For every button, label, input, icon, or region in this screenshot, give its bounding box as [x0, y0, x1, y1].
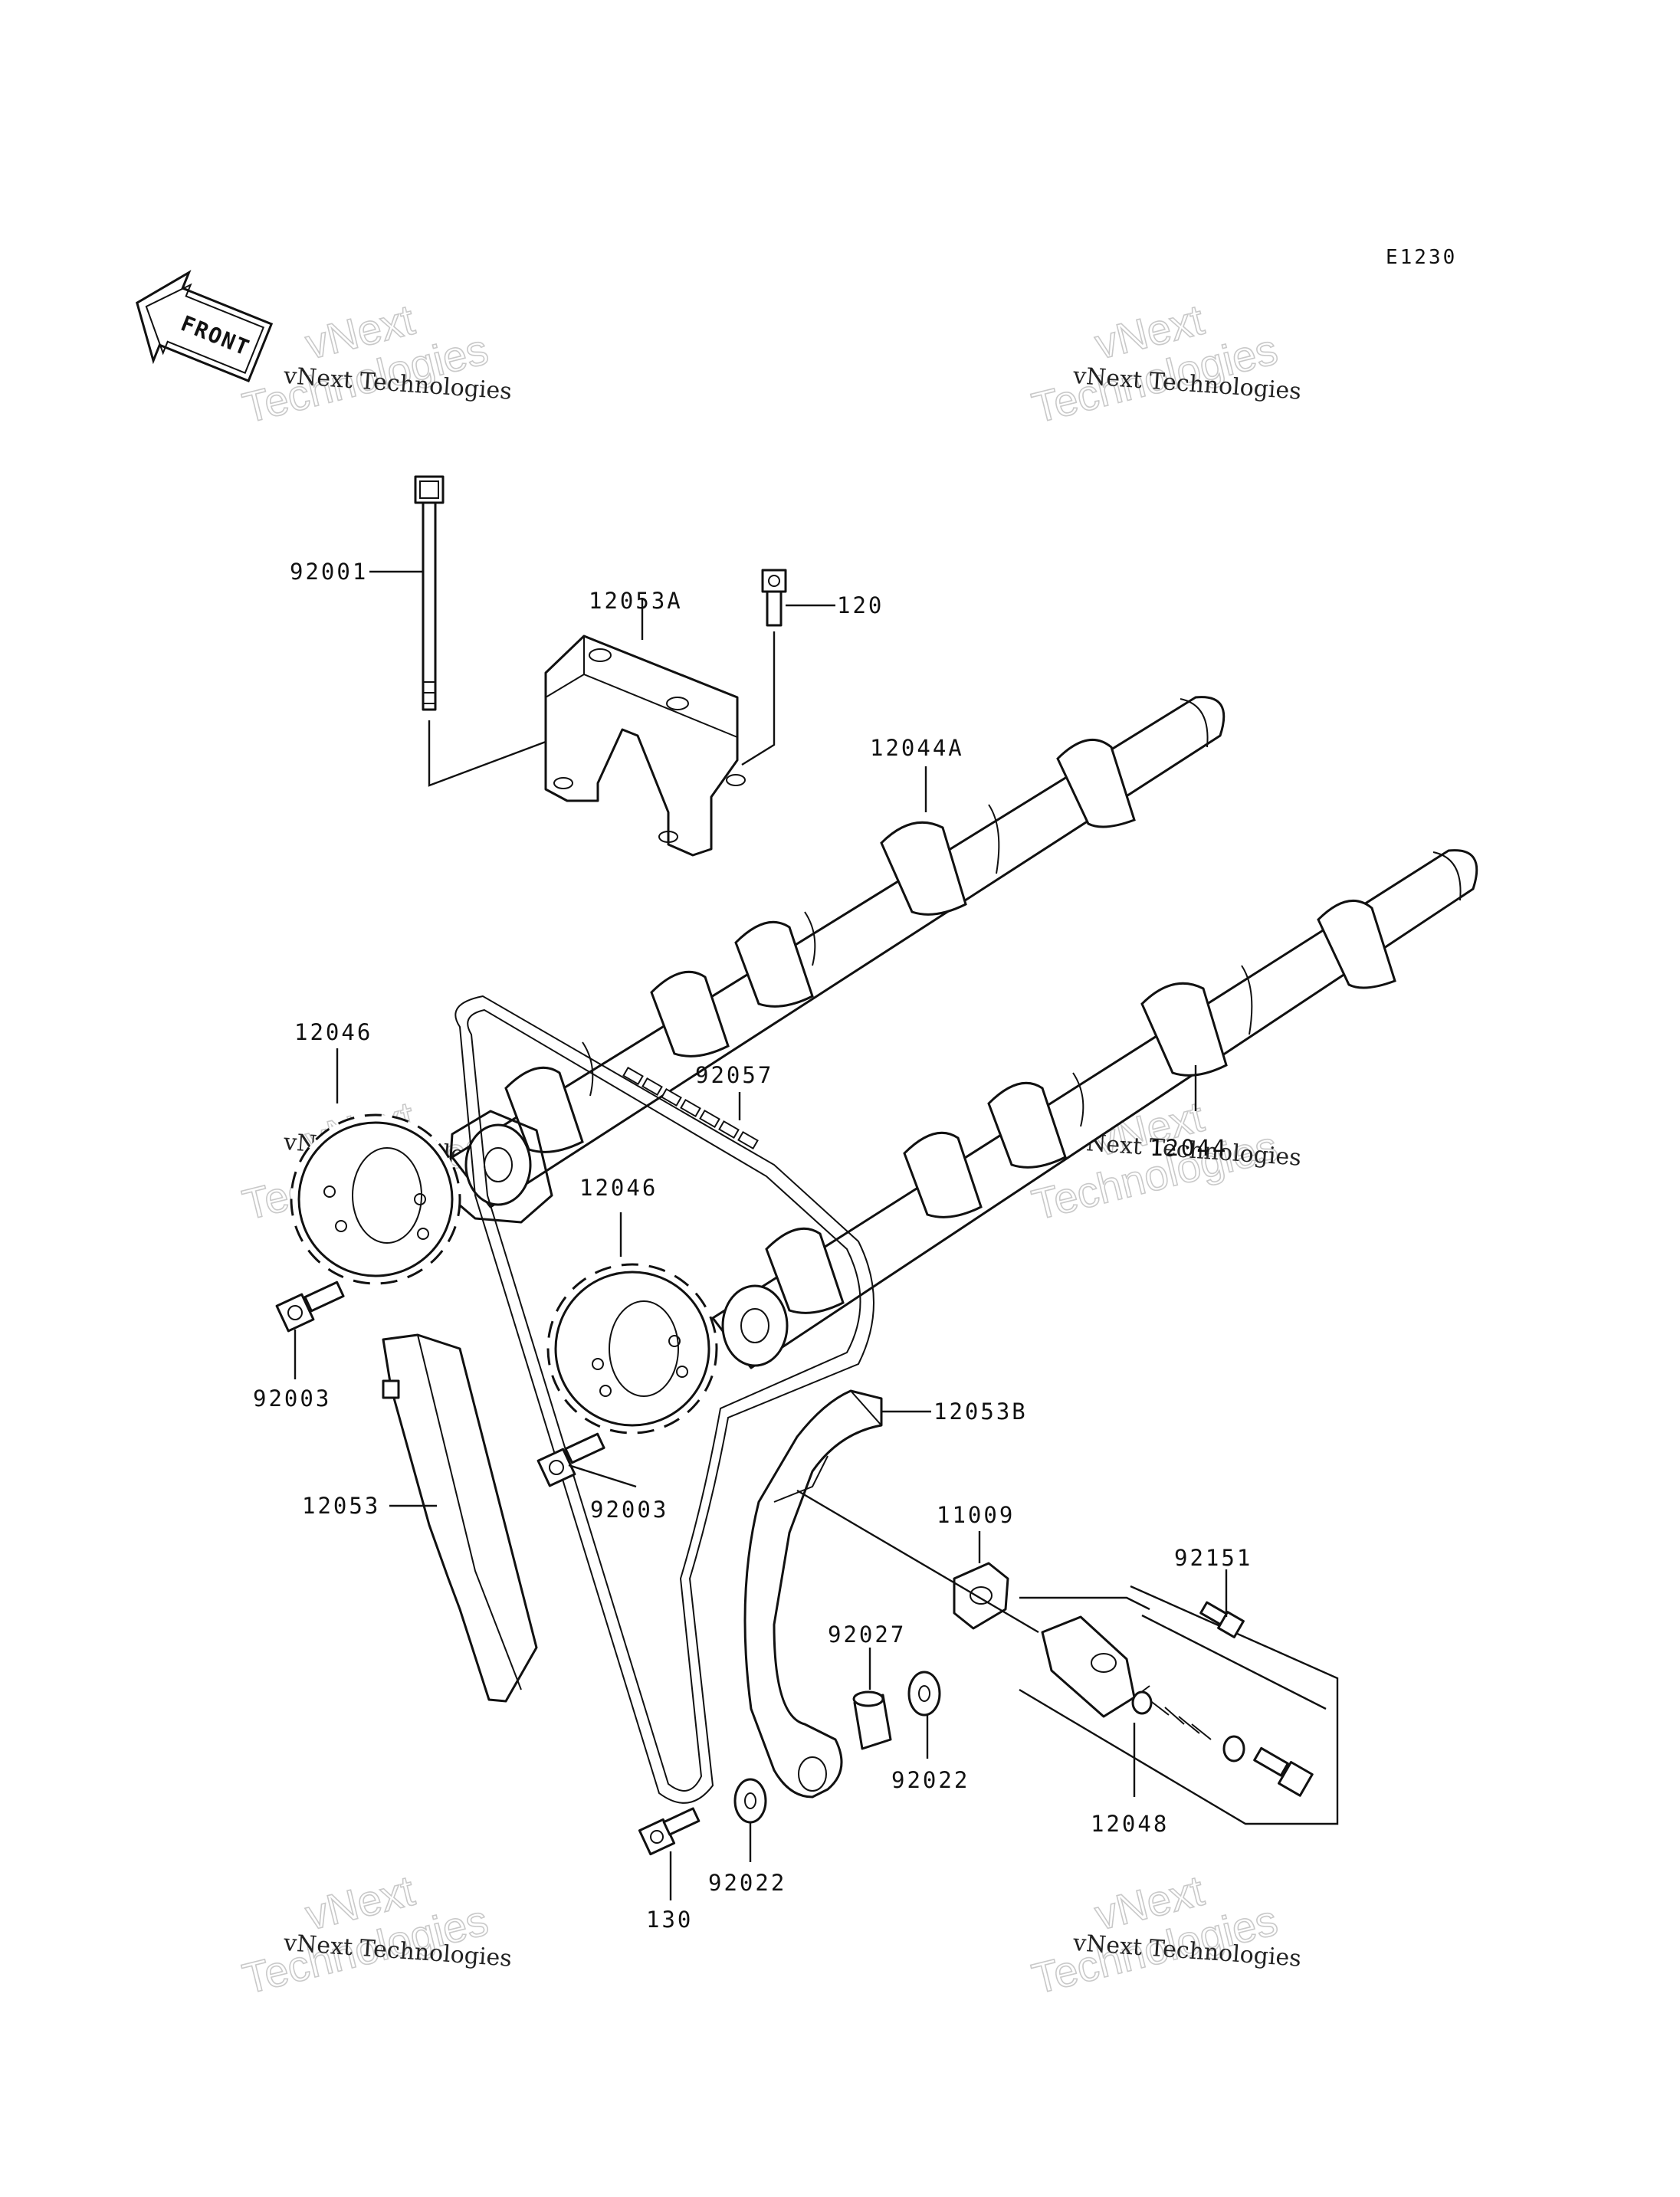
label-92027: 92027: [828, 1622, 906, 1648]
camshaft-12044A: [447, 696, 1226, 1224]
bolt-120: [761, 569, 787, 627]
camshaft-12044: [711, 849, 1478, 1369]
label-120: 120: [837, 592, 884, 618]
chain-guide-bracket-12053A: [544, 635, 746, 857]
watermark-bottom-right: vNext Technologies vNext Technologies: [1027, 1865, 1302, 2004]
washer-92022-bottom: [733, 1778, 767, 1824]
collar-92027: [852, 1690, 892, 1750]
bolt-92151: [1199, 1601, 1245, 1638]
cam-chain-tensioner-12048: [1041, 1615, 1314, 1797]
washer-92022-right: [907, 1671, 941, 1717]
front-arrow-icon: FRONT: [136, 270, 274, 383]
watermark-top-left: vNext Technologies vNext Technologies: [238, 294, 513, 433]
label-12053A: 12053A: [589, 588, 683, 614]
label-130: 130: [646, 1907, 693, 1933]
diagram-code: E1230: [1386, 246, 1457, 269]
sprocket-bolt-92003-left: [275, 1280, 345, 1333]
label-12046-top: 12046: [294, 1019, 372, 1045]
chain-guide-12053: [382, 1333, 538, 1703]
label-92022-right: 92022: [891, 1767, 970, 1793]
sprocket-12046-top: [290, 1113, 461, 1285]
label-12044: 12044: [1150, 1135, 1228, 1161]
label-92003-mid: 92003: [590, 1497, 668, 1523]
watermark-bottom-left: vNext Technologies vNext Technologies: [238, 1865, 513, 2004]
watermark-top-right: vNext Technologies vNext Technologies: [1027, 294, 1302, 433]
label-92001: 92001: [290, 559, 368, 585]
label-92151: 92151: [1174, 1545, 1252, 1571]
label-12048: 12048: [1091, 1811, 1169, 1837]
cam-chain-92057: [454, 995, 874, 1804]
sprocket-12046-mid: [546, 1263, 718, 1435]
label-92057: 92057: [695, 1062, 773, 1088]
label-12053B: 12053B: [934, 1399, 1028, 1425]
long-bolt-92001: [414, 475, 445, 711]
tensioner-guide-12053B: [743, 1389, 883, 1799]
gasket-11009: [953, 1562, 1009, 1630]
bolt-130: [638, 1807, 701, 1856]
label-92003-left: 92003: [253, 1385, 331, 1412]
label-92022-bottom: 92022: [708, 1870, 786, 1896]
label-11009: 11009: [937, 1502, 1015, 1528]
label-12053: 12053: [302, 1493, 380, 1519]
sprocket-bolt-92003-mid: [536, 1432, 605, 1487]
label-12044A: 12044A: [870, 735, 964, 761]
label-12046-mid: 12046: [579, 1175, 658, 1201]
